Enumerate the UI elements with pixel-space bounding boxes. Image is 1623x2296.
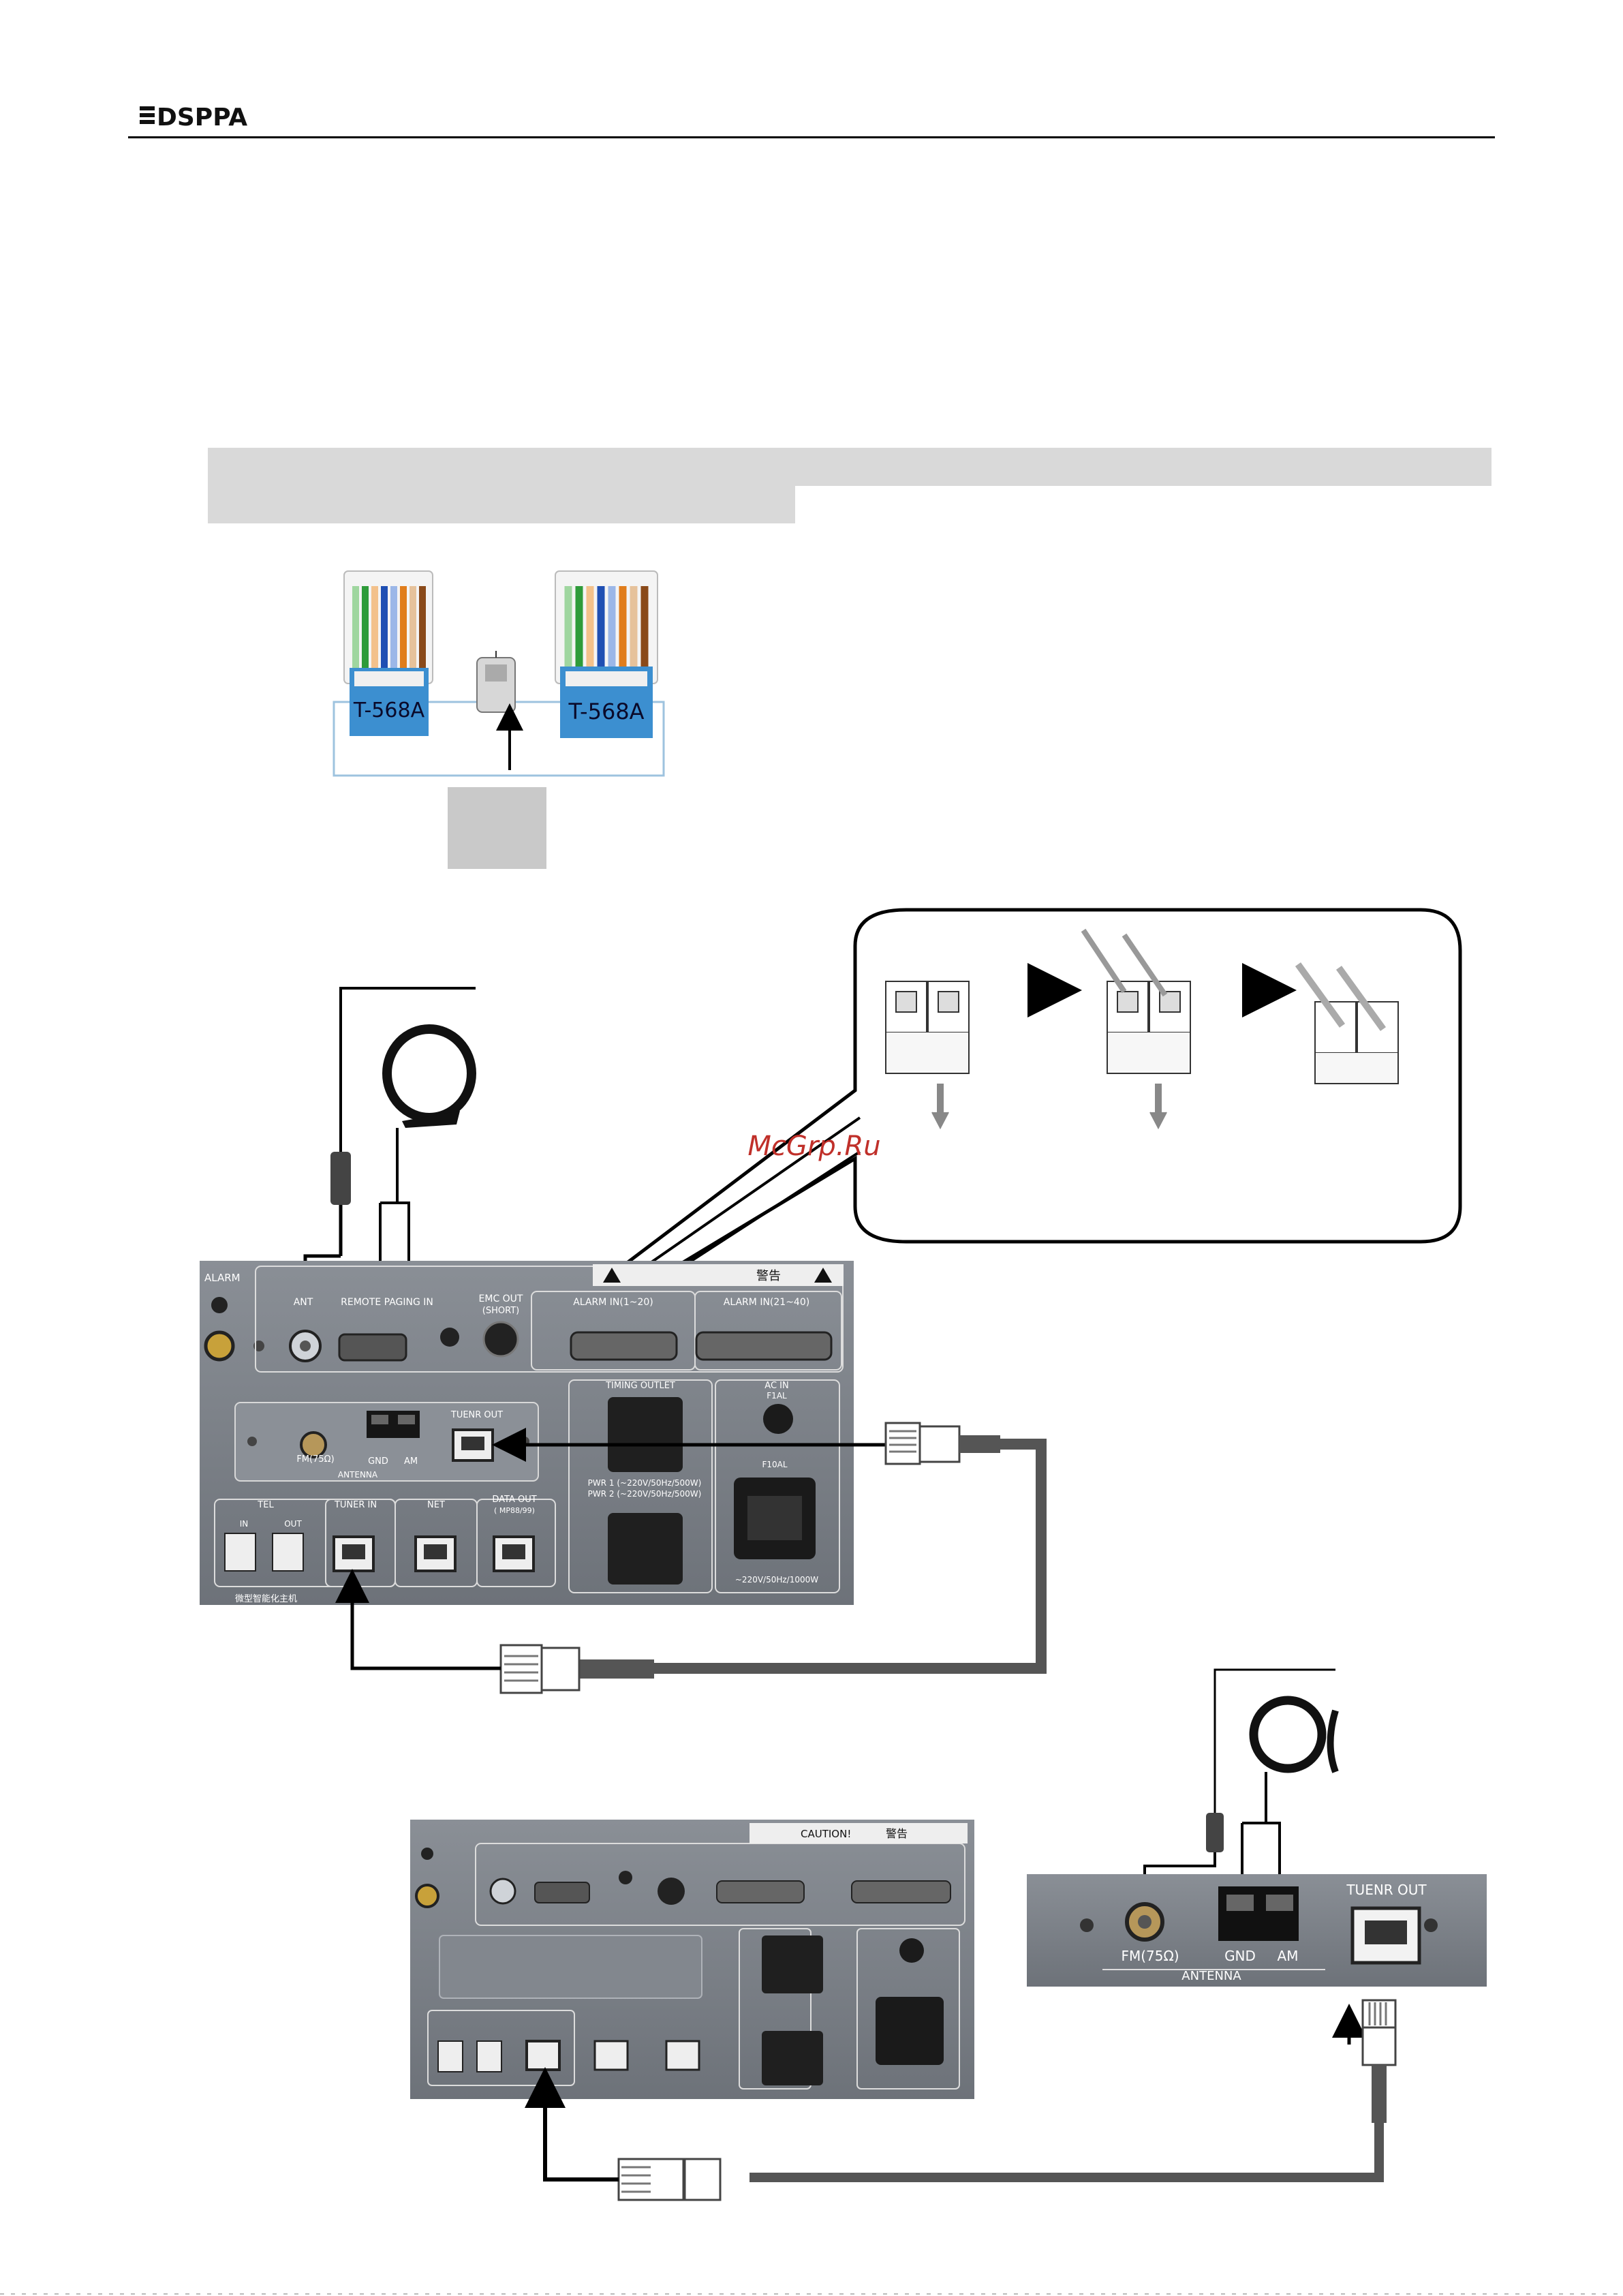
alarm-knob[interactable]: [204, 1330, 235, 1362]
tuner-gnd-label: GND: [1224, 1948, 1256, 1964]
emc-out-jack[interactable]: [482, 1321, 519, 1358]
net-label: NET: [427, 1500, 445, 1510]
brand-name: DSPPA: [157, 104, 247, 132]
volume-knob[interactable]: [440, 1328, 459, 1347]
wiring-standard-label-left: T-568A: [353, 699, 425, 722]
timing-outlet-label: TIMING OUTLET: [605, 1381, 675, 1391]
fuse-2-label: F10AL: [762, 1460, 787, 1469]
main-unit-panel: ALARM ANT REMOTE PAGING IN EMC OUT (SHOR…: [200, 1261, 854, 1605]
tuner-module: FM(75Ω) GND AM ANTENNA TUENR OUT: [1027, 1874, 1487, 1987]
data-out-sub-label: ( MP88/99): [494, 1506, 535, 1515]
model-label: 微型智能化主机: [235, 1594, 297, 1604]
tuner-out-label: TUENR OUT: [450, 1410, 503, 1420]
left-plug: T-568A: [343, 570, 433, 736]
pwr1-label: PWR 1 (~220V/50Hz/500W): [588, 1478, 702, 1488]
warning-label: 警告: [756, 1269, 781, 1283]
ac-in-label: AC IN: [764, 1381, 788, 1391]
terminal-step-1: [885, 981, 970, 1130]
emc-out-label: EMC OUT: [479, 1294, 523, 1304]
tuner-antenna-label: ANTENNA: [1181, 1969, 1241, 1983]
terminal-step-3: [1295, 962, 1399, 1084]
tuner-in-label: TUNER IN: [334, 1500, 377, 1510]
text-band-1: [208, 448, 1491, 486]
right-plug: T-568A: [555, 570, 658, 738]
wiring-standard-label-right: T-568A: [568, 699, 644, 724]
alarm-label: ALARM: [204, 1272, 241, 1284]
ant-label: ANT: [294, 1297, 313, 1308]
ac-rating-label: ~220V/50Hz/1000W: [735, 1575, 818, 1585]
tel-in-label: IN: [240, 1519, 249, 1529]
pwr1-outlet[interactable]: [608, 1397, 683, 1472]
alarm-in-1-20-port[interactable]: [570, 1331, 678, 1361]
tel-label: TEL: [257, 1500, 274, 1510]
warning-label-bottom: 警告: [886, 1827, 908, 1840]
patch-cable-bottom: [525, 1999, 1397, 2201]
header-rule: [128, 136, 1495, 138]
text-band-2: [208, 486, 795, 523]
tel-out-port[interactable]: [272, 1533, 304, 1572]
brand-logo: DSPPA: [140, 104, 256, 132]
main-unit-panel-bottom: CAUTION! 警告: [410, 1820, 974, 2099]
patch-cable-top: [335, 1422, 1047, 1694]
alarm-in-1-20-label: ALARM IN(1~20): [573, 1297, 653, 1308]
alarm-in-21-40-port[interactable]: [695, 1331, 833, 1361]
alarm-in-21-40-label: ALARM IN(21~40): [724, 1297, 809, 1308]
data-out-port[interactable]: [493, 1535, 535, 1572]
fuse-1-label: F1AL: [767, 1391, 787, 1400]
fm-antenna-top: [303, 987, 476, 1346]
antenna-label: ANTENNA: [338, 1470, 378, 1480]
pwr2-outlet[interactable]: [608, 1513, 683, 1585]
data-out-label: DATA OUT: [492, 1495, 536, 1505]
gnd-label: GND: [368, 1456, 388, 1467]
pwr2-label: PWR 2 (~220V/50Hz/500W): [588, 1489, 702, 1499]
remote-paging-port[interactable]: [338, 1333, 407, 1362]
alarm-jack[interactable]: [211, 1297, 228, 1313]
caution-label: CAUTION!: [801, 1828, 851, 1840]
terminal-step-2: [1081, 928, 1191, 1130]
am-loop-antenna-bottom: [1241, 1696, 1339, 1895]
tuner-fm-label: FM(75Ω): [1121, 1948, 1179, 1964]
tuner-out-label-module: TUENR OUT: [1346, 1882, 1427, 1898]
watermark: McGrp.Ru: [747, 1131, 880, 1162]
fuse-holder[interactable]: [763, 1404, 793, 1434]
header: DSPPA: [128, 104, 1495, 138]
wiring-caption-box: [448, 787, 546, 869]
remote-paging-label: REMOTE PAGING IN: [341, 1297, 433, 1308]
tel-in-port[interactable]: [224, 1533, 256, 1572]
tuner-in-port-bottom[interactable]: [525, 2040, 561, 2071]
center-plug: [476, 651, 523, 770]
tuner-am-label: AM: [1278, 1948, 1299, 1964]
rj45-wiring-illustration: T-568A T-568A: [333, 570, 665, 869]
am-label: AM: [404, 1456, 418, 1467]
fm-connector[interactable]: [300, 1431, 327, 1458]
emc-short-label: (SHORT): [482, 1306, 519, 1316]
blank-plate: [439, 1935, 702, 1999]
tel-out-label: OUT: [284, 1519, 302, 1529]
fm-label: FM(75Ω): [296, 1454, 334, 1465]
